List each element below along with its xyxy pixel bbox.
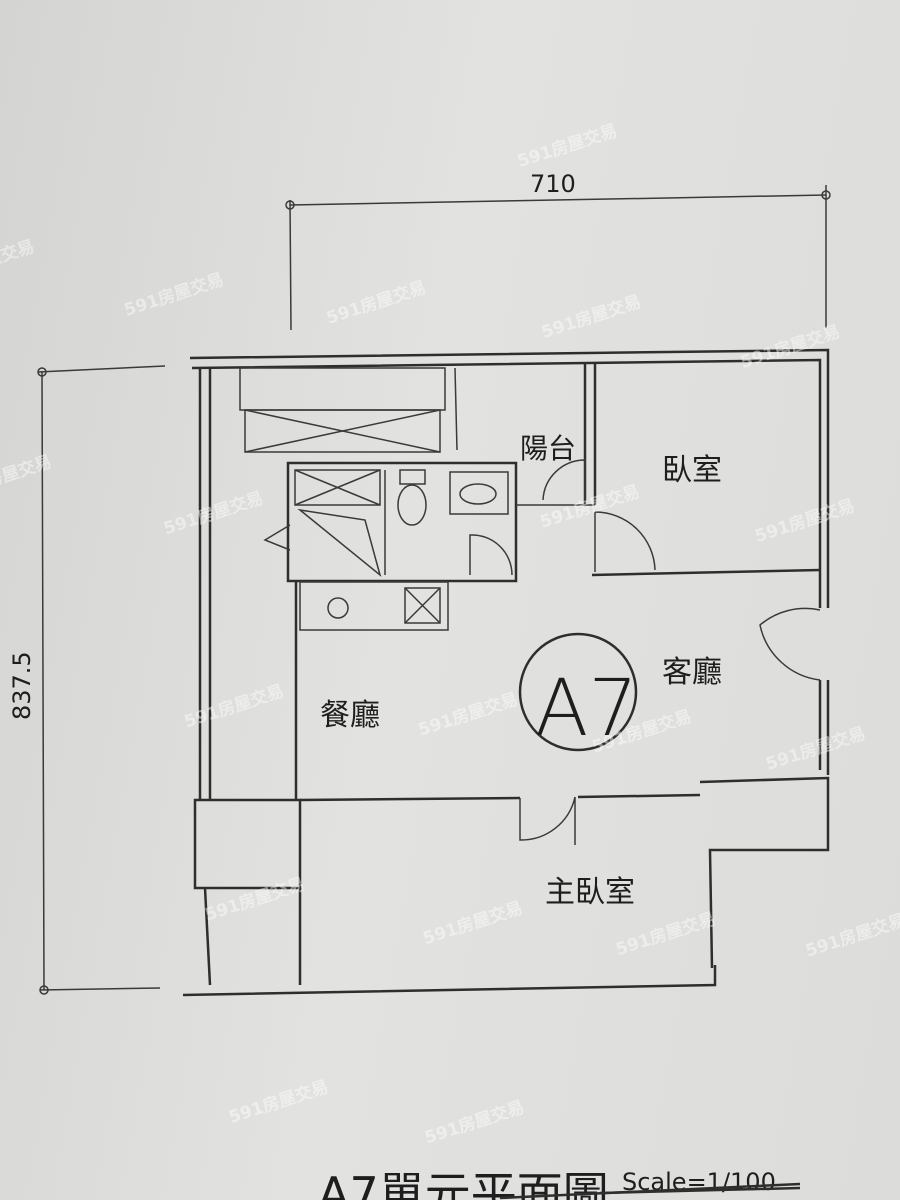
svg-text:591房屋交易: 591房屋交易 — [0, 236, 37, 288]
svg-text:591房屋交易: 591房屋交易 — [752, 495, 857, 547]
room-label-living-room: 客廳 — [662, 655, 722, 690]
height-label: 837.5 — [8, 651, 36, 720]
svg-text:591房屋交易: 591房屋交易 — [539, 291, 644, 343]
svg-text:591房屋交易: 591房屋交易 — [416, 689, 521, 741]
width-label: 710 — [530, 170, 576, 198]
svg-text:591房屋交易: 591房屋交易 — [161, 487, 266, 539]
dimension-width: 710 — [285, 170, 831, 331]
svg-text:591房屋交易: 591房屋交易 — [226, 1076, 331, 1128]
svg-text:591房屋交易: 591房屋交易 — [324, 277, 429, 329]
room-label-master-bedroom: 主臥室 — [545, 875, 635, 910]
svg-text:591房屋交易: 591房屋交易 — [763, 723, 868, 775]
room-label-balcony: 陽台 — [520, 432, 576, 465]
watermark: 591房屋交易 591房屋交易 591房屋交易 591房屋交易 591房屋交易 … — [0, 120, 900, 1149]
svg-text:591房屋交易: 591房屋交易 — [0, 451, 54, 503]
walls — [182, 348, 830, 997]
svg-text:A7: A7 — [535, 664, 638, 754]
svg-text:591房屋交易: 591房屋交易 — [422, 1097, 527, 1149]
svg-text:591房屋交易: 591房屋交易 — [420, 897, 525, 949]
svg-text:591房屋交易: 591房屋交易 — [537, 481, 642, 533]
room-label-dining-room: 餐廳 — [320, 698, 380, 733]
svg-text:591房屋交易: 591房屋交易 — [515, 120, 620, 172]
svg-text:591房屋交易: 591房屋交易 — [202, 874, 307, 926]
unit-badge: A7 — [518, 632, 638, 754]
svg-text:591房屋交易: 591房屋交易 — [803, 910, 900, 962]
dimension-height: 837.5 — [8, 365, 166, 995]
svg-text:591房屋交易: 591房屋交易 — [121, 269, 226, 321]
svg-text:591房屋交易: 591房屋交易 — [613, 908, 718, 960]
svg-text:591房屋交易: 591房屋交易 — [182, 680, 287, 732]
room-label-bedroom: 臥室 — [662, 453, 722, 488]
